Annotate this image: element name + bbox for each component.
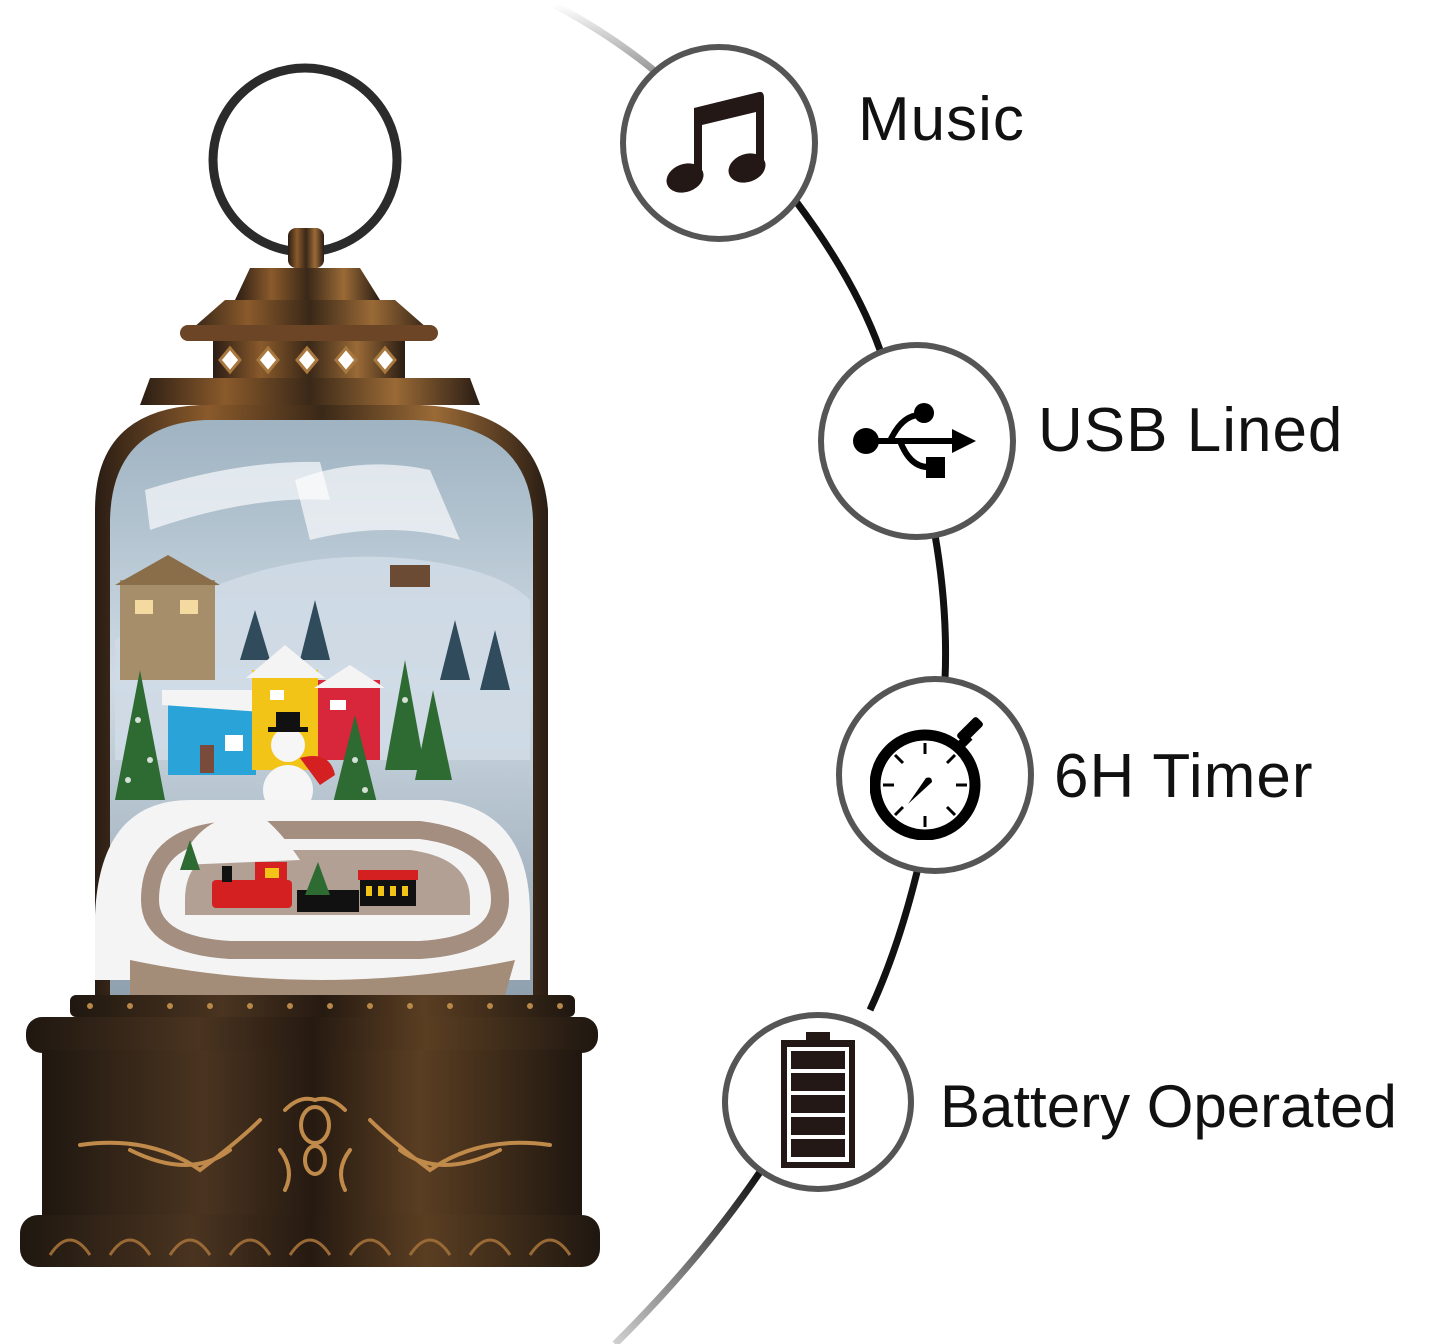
lantern-image — [20, 63, 600, 1267]
feature-music: Music — [620, 44, 1025, 242]
music-note-icon — [666, 91, 766, 193]
hanging-ring — [208, 63, 402, 257]
stopwatch-icon — [870, 717, 983, 840]
usb-icon — [853, 403, 976, 478]
feature-label: 6H Timer — [1054, 742, 1314, 811]
feature-badge — [836, 676, 1034, 874]
train-engine — [212, 880, 292, 908]
feature-battery: Battery Operated — [722, 1012, 1397, 1192]
feature-label: USB Lined — [1038, 396, 1344, 465]
feature-badge — [818, 342, 1016, 540]
feature-label: Battery Operated — [940, 1073, 1397, 1140]
feature-timer: 6H Timer — [836, 676, 1313, 874]
feature-badge — [620, 44, 818, 242]
feature-label: Music — [858, 85, 1025, 154]
feature-badge — [722, 1012, 914, 1192]
feature-usb: USB Lined — [818, 342, 1343, 540]
lantern-base — [42, 1050, 582, 1220]
base-ornament — [78, 1096, 552, 1192]
battery-icon — [781, 1032, 855, 1168]
